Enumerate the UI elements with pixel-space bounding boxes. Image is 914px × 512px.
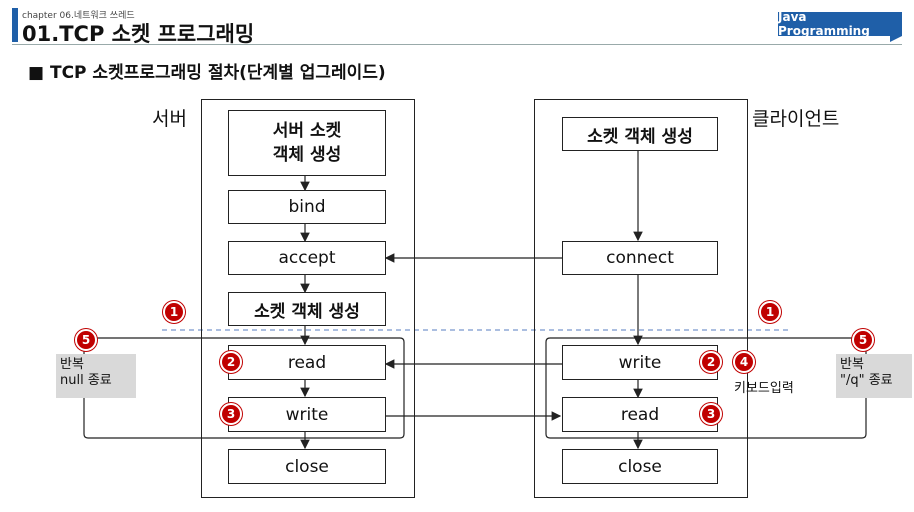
marker-5-client: 5 <box>852 329 874 351</box>
badge-tail <box>890 36 902 42</box>
keyboard-input-label: 키보드입력 <box>734 381 794 396</box>
marker-3-server: 3 <box>220 403 242 425</box>
server-write-box: write <box>228 397 386 432</box>
client-loop-note: 반복 "/q" 종료 <box>836 354 912 398</box>
client-close-box: close <box>562 449 718 484</box>
marker-1-client: 1 <box>759 301 781 323</box>
server-loop-note: 반복 null 종료 <box>56 354 136 398</box>
chapter-label: chapter 06.네트워크 쓰레드 <box>22 11 135 21</box>
marker-1-server: 1 <box>163 301 185 323</box>
client-write-box: write <box>562 345 718 380</box>
java-programming-badge: Java Programming <box>778 10 902 38</box>
marker-2-client: 2 <box>700 351 722 373</box>
header-divider <box>12 44 902 45</box>
marker-4-client: 4 <box>733 351 755 373</box>
marker-3-client: 3 <box>700 403 722 425</box>
socket-create-box-server: 소켓 객체 생성 <box>228 292 386 326</box>
client-panel <box>534 99 748 498</box>
server-loop-bracket <box>83 337 405 439</box>
server-socket-create-box: 서버 소켓 객체 생성 <box>228 110 386 176</box>
bind-box: bind <box>228 190 386 224</box>
marker-2-server: 2 <box>220 351 242 373</box>
client-label: 클라이언트 <box>752 108 840 130</box>
socket-create-box-client: 소켓 객체 생성 <box>562 117 718 151</box>
page-title: 01.TCP 소켓 프로그래밍 <box>22 22 255 46</box>
section-subtitle: ■ TCP 소켓프로그래밍 절차(단계별 업그레이드) <box>28 63 386 83</box>
connect-box: connect <box>562 241 718 275</box>
client-loop-bracket <box>545 337 867 439</box>
server-panel <box>201 99 415 498</box>
client-read-box: read <box>562 397 718 432</box>
server-label: 서버 <box>152 108 187 130</box>
accept-box: accept <box>228 241 386 275</box>
header-accent-bar <box>12 8 18 42</box>
marker-5-server: 5 <box>75 329 97 351</box>
server-close-box: close <box>228 449 386 484</box>
server-read-box: read <box>228 345 386 380</box>
